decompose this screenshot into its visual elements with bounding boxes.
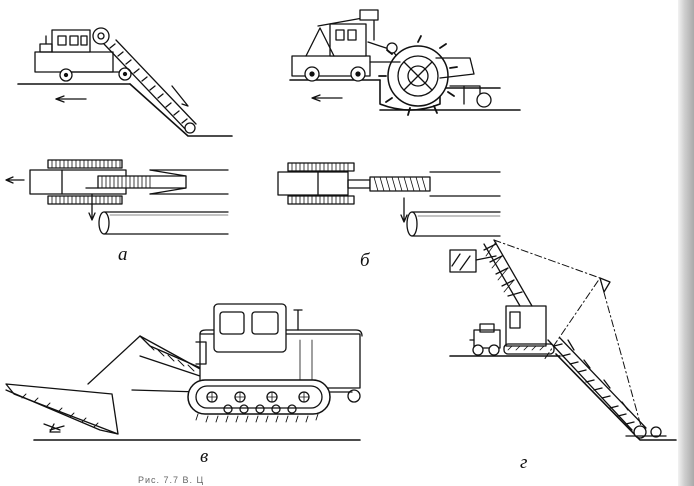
panel-label-g: г — [520, 452, 528, 473]
figure-caption: Рис. 7.7 В. Ц — [138, 475, 205, 485]
panel-a-trencher-side-view — [17, 27, 233, 137]
panel-label-a: а — [118, 244, 128, 265]
panel-g-chain-excavator-slope — [449, 239, 677, 441]
panel-v-bulldozer-trencher — [5, 303, 363, 441]
page-edge-shadow — [678, 0, 694, 486]
panel-a-plan-view — [5, 159, 229, 235]
panel-label-v: в — [200, 446, 209, 467]
panel-label-b: б — [360, 250, 370, 271]
panel-b-rotary-trencher-side-view — [289, 9, 521, 116]
panel-b-plan-view — [277, 162, 501, 237]
